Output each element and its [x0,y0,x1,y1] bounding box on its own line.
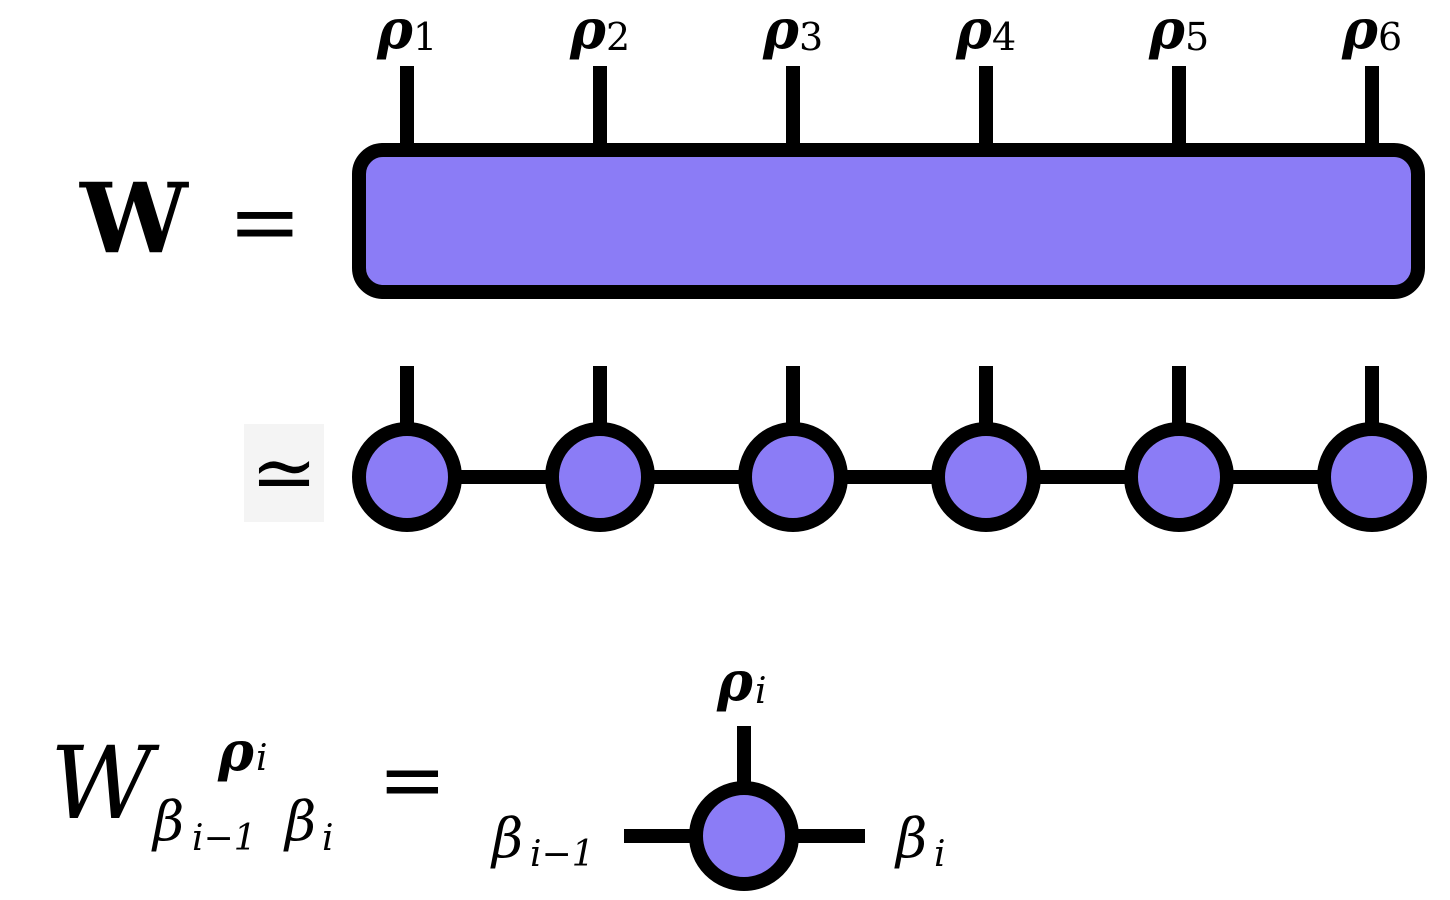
index-label-1-sub: 1 [413,15,437,59]
site-lower-right-sub: i [322,818,334,859]
approx-sign: ≃ [250,426,317,519]
index-label-1-base: ρ [376,0,414,61]
equals-sign-top: = [228,170,302,273]
index-label-6-base: ρ [1341,0,1379,61]
site-node [689,781,799,891]
index-label-2-sub: 2 [606,15,630,59]
site-top-label-sub: i [755,671,767,712]
mps-node-4 [931,422,1041,532]
mps-node-5 [1124,422,1234,532]
site-top-label: ρ i [716,649,767,713]
index-label-6-sub: 6 [1378,15,1402,59]
site-lower-left-sub: i−1 [192,818,257,859]
site-tensor-symbol: W [50,725,160,842]
site-left-label: β i−1 [490,807,595,875]
site-lower-right-base: β [283,790,316,853]
index-label-3-base: ρ [762,0,800,61]
site-right-label-base: β [894,807,927,870]
index-label-3-sub: 3 [799,15,823,59]
index-label-5-base: ρ [1148,0,1186,61]
mps-node-1 [352,422,462,532]
site-lower-indices: β i−1 β i [151,790,334,859]
site-left-label-base: β [490,807,523,870]
index-label-5-sub: 5 [1185,15,1209,59]
site-left-label-sub: i−1 [530,834,595,875]
mps-node-2 [545,422,655,532]
mps-physical-legs [400,366,1379,432]
index-label-4-base: ρ [955,0,993,61]
site-top-label-base: ρ [716,649,754,713]
box-physical-legs [400,66,1379,152]
site-upper-index: ρ i [217,719,268,783]
site-right-label-sub: i [934,834,946,875]
full-tensor-box [352,143,1425,299]
equals-sign-bottom: = [378,733,447,828]
mps-nodes [352,422,1427,532]
mps-node-3 [738,422,848,532]
index-label-2-base: ρ [569,0,607,61]
index-label-4-sub: 4 [992,15,1016,59]
mps-node-6 [1317,422,1427,532]
approx-highlight [244,424,324,522]
site-right-label: β i [894,807,946,875]
site-upper-index-sub: i [256,738,268,779]
tensor-symbol-W: W [79,162,189,275]
site-upper-index-base: ρ [217,719,255,783]
site-lower-left-base: β [151,790,184,853]
